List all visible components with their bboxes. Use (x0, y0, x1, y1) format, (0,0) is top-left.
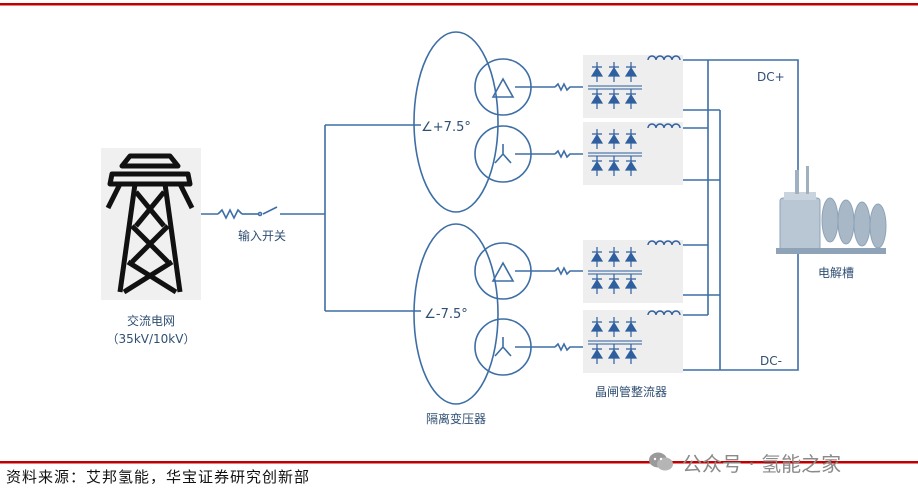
thyristor-1-1-0 (590, 156, 604, 176)
dc-minus-label: DC- (760, 354, 782, 368)
switch-label: 输入开关 (238, 228, 286, 243)
thyristor-3-1-0 (590, 344, 604, 364)
wechat-icon (649, 452, 673, 471)
top-rule (0, 3, 918, 6)
thyristor-3-0-0 (590, 317, 604, 337)
rectifier-bus-3 (588, 340, 642, 345)
rectifier-bus-1 (588, 152, 642, 157)
transformer-label: 隔离变压器 (426, 411, 486, 426)
thyristor-2-0-0 (590, 247, 604, 267)
thyristor-1-0-2 (624, 129, 638, 149)
grid-label: 交流电网 (127, 313, 175, 328)
thyristor-0-0-2 (624, 62, 638, 82)
thyristor-1-0-1 (607, 129, 621, 149)
rectifier-bank (583, 55, 683, 373)
thyristor-array (588, 62, 642, 364)
inductors (647, 55, 681, 316)
electrolyzer-icon (776, 166, 887, 254)
thyristor-2-0-2 (624, 247, 638, 267)
thyristor-1-1-1 (607, 156, 621, 176)
thyristor-0-1-2 (624, 89, 638, 109)
isolation-transformer-lower (413, 223, 532, 405)
thyristor-2-0-1 (607, 247, 621, 267)
dc-plus-label: DC+ (757, 70, 785, 84)
watermark: 公众号 · 氢能之家 (648, 448, 841, 476)
rectifier-bus-2 (588, 270, 642, 275)
thyristor-2-1-0 (590, 274, 604, 294)
thyristor-1-1-2 (624, 156, 638, 176)
thyristor-0-0-1 (607, 62, 621, 82)
rectifier-label: 晶闸管整流器 (595, 384, 667, 399)
transmission-tower-icon (101, 148, 201, 300)
rectifier-bus-0 (588, 85, 642, 90)
thyristor-3-0-2 (624, 317, 638, 337)
thyristor-0-0-0 (590, 62, 604, 82)
watermark-text: 公众号 · 氢能之家 (682, 451, 842, 476)
thyristor-2-1-2 (624, 274, 638, 294)
thyristor-3-0-1 (607, 317, 621, 337)
isolation-transformer-upper (413, 31, 532, 213)
bottom-rule (0, 461, 918, 464)
phase-minus-label: ∠-7.5° (424, 307, 468, 322)
phase-plus-label: ∠+7.5° (421, 120, 471, 135)
grid-voltage-label: （35kV/10kV） (107, 332, 196, 346)
thyristor-0-1-1 (607, 89, 621, 109)
thyristor-0-1-0 (590, 89, 604, 109)
wiring (201, 59, 799, 371)
thyristor-3-1-2 (624, 344, 638, 364)
thyristor-2-1-1 (607, 274, 621, 294)
thyristor-1-0-0 (590, 129, 604, 149)
thyristor-3-1-1 (607, 344, 621, 364)
source-note: 资料来源：艾邦氢能，华宝证券研究创新部 (6, 468, 311, 486)
electrolyzer-label: 电解槽 (818, 266, 854, 280)
